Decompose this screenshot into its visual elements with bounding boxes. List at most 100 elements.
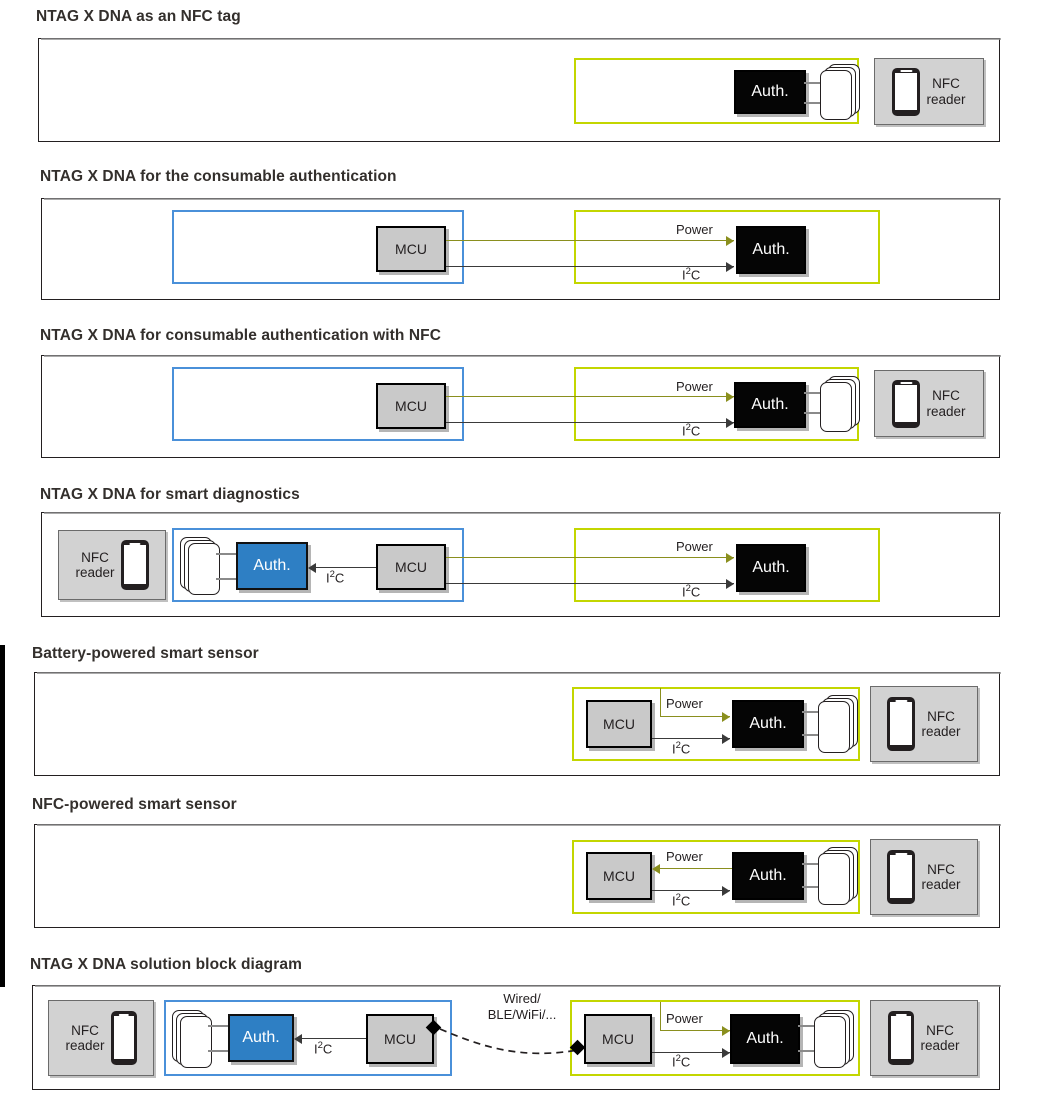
i2c-arrowhead-green — [722, 1048, 730, 1058]
i2c-arrowhead — [722, 886, 730, 896]
phone-screen — [890, 702, 913, 745]
nfc-reader-right: NFC reader — [870, 686, 978, 762]
power-label: Power — [676, 222, 713, 237]
phone-screen — [890, 855, 913, 898]
power-line-horizontal — [660, 1030, 730, 1031]
green-frame — [574, 528, 880, 602]
auth-block-blue: Auth. — [228, 1014, 294, 1062]
phone-screen — [895, 384, 918, 422]
antenna-connector-bottom-green — [798, 1050, 818, 1053]
wired-link-label: Wired/ BLE/WiFi/... — [487, 991, 557, 1022]
auth-label: Auth. — [749, 715, 787, 732]
power-line-vertical — [660, 1002, 661, 1030]
power-arrowhead — [722, 712, 730, 722]
antenna-connector-top — [208, 1025, 230, 1028]
i2c-arrowhead — [722, 734, 730, 744]
power-label: Power — [666, 849, 703, 864]
auth-block: Auth. — [730, 1014, 800, 1064]
phone-screen — [113, 1016, 134, 1059]
i2c-line-left — [314, 567, 376, 568]
nfc-reader-left: NFC reader — [48, 1000, 154, 1076]
phone-icon — [892, 67, 921, 116]
i2c-arrowhead-left — [308, 563, 316, 573]
i2c-label-right: I2C — [682, 583, 701, 600]
section-title: NTAG X DNA for consumable authentication… — [40, 327, 442, 344]
power-arrowhead — [726, 236, 734, 246]
nfc-antenna-icon-green — [814, 1010, 854, 1068]
i2c-label-left: I2C — [326, 569, 345, 586]
i2c-line — [446, 266, 734, 267]
auth-block: Auth. — [734, 382, 806, 428]
mcu-block-blue: MCU — [366, 1014, 434, 1064]
phone-icon — [887, 850, 916, 904]
phone-screen — [891, 1016, 912, 1059]
nfc-reader-label: NFC reader — [75, 549, 115, 580]
nfc-antenna-icon — [180, 537, 220, 595]
mcu-label: MCU — [395, 398, 427, 414]
nfc-reader-label: NFC reader — [920, 1022, 960, 1053]
i2c-line-right — [446, 583, 734, 584]
power-line — [446, 557, 734, 558]
mcu-label: MCU — [602, 1031, 634, 1047]
section-title: NTAG X DNA as an NFC tag — [36, 8, 241, 25]
phone-speaker-slot — [900, 70, 913, 73]
i2c-label: I2C — [672, 740, 691, 757]
power-label: Power — [676, 539, 713, 554]
section-title: NTAG X DNA for smart diagnostics — [40, 486, 300, 503]
green-frame — [572, 840, 860, 914]
i2c-line-blue — [300, 1038, 366, 1039]
phone-speaker-slot — [900, 382, 913, 385]
antenna-connector-top-green — [798, 1025, 818, 1028]
power-label: Power — [666, 696, 703, 711]
phone-speaker-slot — [895, 852, 908, 855]
phone-speaker-slot — [895, 699, 908, 702]
i2c-label: I2C — [672, 892, 691, 909]
power-arrowhead — [722, 1026, 730, 1036]
nfc-reader-label: NFC reader — [926, 76, 966, 107]
phone-screen — [123, 545, 146, 584]
blue-frame — [172, 210, 464, 284]
auth-block-blue: Auth. — [236, 542, 308, 590]
i2c-arrowhead-blue — [294, 1034, 302, 1044]
auth-label: Auth. — [253, 557, 291, 574]
phone-speaker-slot — [128, 542, 141, 545]
mcu-label: MCU — [603, 716, 635, 732]
antenna-connector-bottom — [208, 1050, 230, 1053]
phone-screen — [895, 72, 918, 110]
wired-link-path — [439, 1028, 579, 1055]
green-frame — [574, 210, 880, 284]
phone-speaker-slot — [896, 1013, 907, 1016]
phone-icon — [892, 379, 921, 428]
section-title: NFC-powered smart sensor — [32, 796, 237, 813]
nfc-reader-right: NFC reader — [870, 1000, 978, 1076]
i2c-arrowhead-right — [726, 579, 734, 589]
antenna-connector-bottom — [802, 886, 822, 889]
i2c-line-green — [652, 1052, 730, 1053]
phone-icon — [888, 1011, 915, 1065]
antenna-connector-bottom — [804, 412, 824, 415]
nfc-antenna-icon — [820, 64, 860, 120]
antenna-connector-top — [802, 711, 822, 714]
i2c-label: I2C — [682, 266, 701, 283]
nfc-reader-left: NFC reader — [58, 530, 166, 600]
auth-label: Auth. — [749, 867, 787, 884]
nfc-reader-right: NFC reader — [874, 370, 984, 437]
blue-frame — [172, 367, 464, 441]
blue-frame — [164, 1000, 452, 1076]
power-label: Power — [666, 1011, 703, 1026]
green-frame — [572, 687, 860, 761]
mcu-block: MCU — [586, 852, 652, 900]
nfc-reader-right: NFC reader — [870, 839, 978, 915]
mcu-label: MCU — [395, 559, 427, 575]
antenna-connector-top — [216, 553, 238, 556]
nfc-reader-label: NFC reader — [921, 708, 961, 739]
phone-speaker-slot — [118, 1013, 129, 1016]
power-line — [446, 240, 734, 241]
phone-icon — [887, 697, 916, 751]
antenna-connector-top — [804, 392, 824, 395]
nfc-antenna-icon — [818, 695, 858, 753]
nfc-reader-label: NFC reader — [65, 1022, 105, 1053]
mcu-label: MCU — [395, 241, 427, 257]
antenna-connector-bottom — [804, 102, 824, 105]
auth-block: Auth. — [736, 226, 806, 274]
